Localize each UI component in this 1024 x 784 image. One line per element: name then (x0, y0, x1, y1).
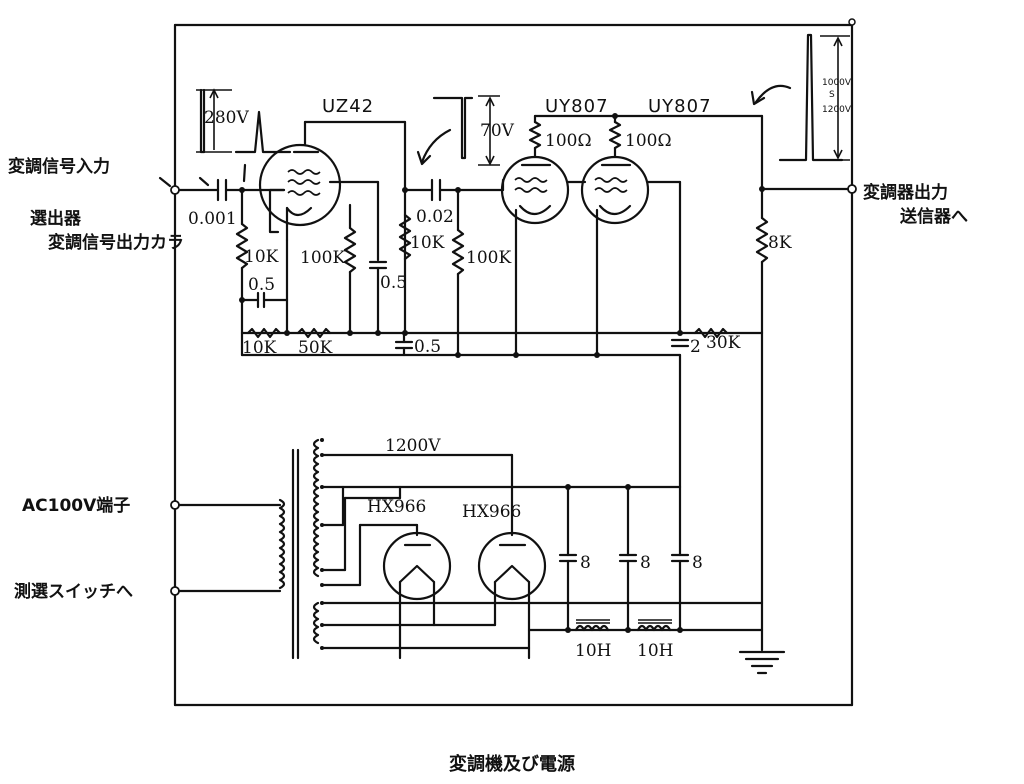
c-input-label: 0.001 (188, 209, 237, 229)
c-bypass2-label: 0.5 (414, 337, 441, 357)
c-f1-label: 8 (580, 553, 591, 573)
r-grid2-label: 10K (410, 233, 445, 253)
hv-wiring (320, 453, 682, 587)
waveform-70v (416, 95, 500, 166)
coupling-capacitor-002 (402, 178, 505, 202)
c-f2-label: 8 (640, 553, 651, 573)
input-sub-label-1: 選出器 (30, 208, 82, 229)
plate-resistor-100k (343, 203, 357, 335)
c-couple2-label: 0.02 (416, 207, 454, 227)
uy807-wiring (501, 113, 850, 335)
r-bias-a-label: 10K (242, 338, 277, 358)
r-para-b-label: 100Ω (625, 131, 672, 151)
tube-hx966-a (382, 531, 452, 660)
choke1-label: 10H (575, 641, 611, 661)
uy807-b-label: UY807 (648, 96, 712, 117)
uz42-label: UZ42 (322, 96, 374, 117)
uy807-a-label: UY807 (545, 96, 609, 117)
meter-switch-label: 測選スイッチへ (14, 581, 133, 602)
r-plate1-label: 100K (300, 248, 345, 268)
input-label: 変調信号入力 (8, 156, 110, 177)
tube-hx966-b (477, 531, 547, 660)
r-load-label: 8K (768, 233, 792, 253)
r-bias-b-label: 50K (298, 338, 333, 358)
bypass-capacitor-1 (368, 260, 388, 335)
tube-uy807-b (580, 114, 650, 357)
r-para-a-label: 100Ω (545, 131, 592, 151)
r-series-label: 30K (706, 333, 741, 353)
output-label: 変調器出力 (863, 182, 948, 203)
hx966-a-label: HX966 (367, 497, 426, 517)
r-grid1-label: 10K (244, 247, 279, 267)
c-feedback-label: 0.5 (248, 275, 275, 295)
filament-wiring (320, 601, 764, 650)
c-filter-label: 2 (690, 337, 701, 357)
ac-input-label: AC100V端子 (22, 495, 130, 516)
waveform-output-label-1: 1000V (822, 78, 852, 88)
terminal-input (158, 176, 220, 195)
output-sub-label: 送信器へ (900, 206, 968, 227)
terminal-ac (170, 500, 282, 596)
tube-uy807-a (500, 114, 570, 357)
waveform-output-label-2: S (829, 90, 835, 100)
load-resistor-8k (755, 187, 769, 335)
hv-label: 1200V (385, 436, 441, 456)
bias-bus (240, 327, 764, 489)
input-sub-label-2: 変調信号出力カラ (48, 232, 184, 253)
c-f3-label: 8 (692, 553, 703, 573)
ground-icon (738, 650, 786, 675)
chassis-frame (173, 23, 854, 707)
tube-uz42 (258, 120, 407, 335)
waveform-70v-label: 70V (480, 121, 515, 141)
figure-caption: 変調機及び電源 (449, 753, 575, 775)
c-bypass1-label: 0.5 (380, 273, 407, 293)
waveform-280v-label: 280V (204, 108, 249, 128)
grid-resistor-2b (451, 188, 465, 357)
r-grid2b-label: 100K (466, 248, 511, 268)
feedback-capacitor (240, 238, 289, 335)
waveform-280v (196, 88, 292, 187)
hx966-b-label: HX966 (462, 502, 521, 522)
waveform-output-label-3: 1200V (822, 105, 852, 115)
choke2-label: 10H (637, 641, 673, 661)
filter-section (527, 331, 764, 652)
grid-resistor-2 (398, 213, 412, 261)
power-transformer (278, 438, 324, 660)
waveform-output (750, 33, 850, 162)
